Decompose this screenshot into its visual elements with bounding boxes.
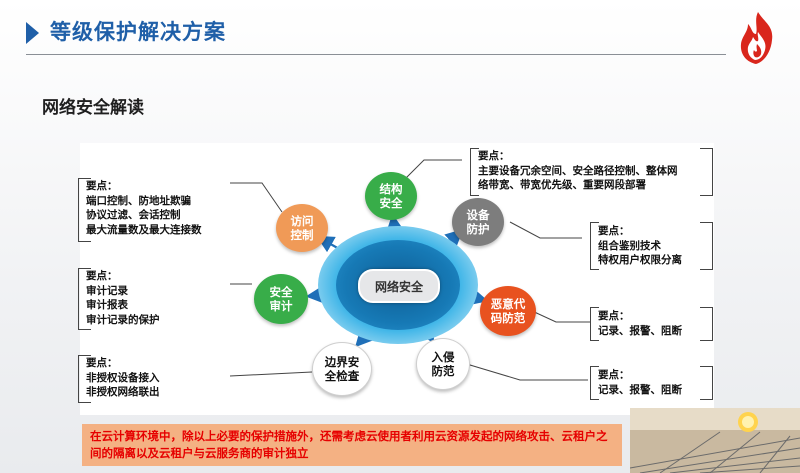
node-boundary: 边界安 全检查 xyxy=(312,342,372,396)
page-title: 等级保护解决方案 xyxy=(50,20,226,44)
note-bracket-malware-left xyxy=(590,307,599,341)
note-header: 要点： xyxy=(478,150,510,162)
note-header: 要点： xyxy=(86,270,118,282)
node-label: 恶意代 xyxy=(490,297,526,311)
note-header: 要点： xyxy=(86,180,118,192)
node-label: 结构 xyxy=(379,182,403,196)
node-label: 入侵 xyxy=(431,350,455,364)
leader-boundary xyxy=(229,371,313,377)
node-label: 访问 xyxy=(290,214,314,228)
node-label: 安全 xyxy=(379,196,403,210)
note-bracket-boundary xyxy=(78,355,91,403)
node-label: 防范 xyxy=(431,364,455,378)
note-line: 记录、报警、阻断 xyxy=(598,383,682,396)
note-line: 记录、报警、阻断 xyxy=(598,324,682,337)
note-line: 最大流量数及最大连接数 xyxy=(86,223,202,236)
note-bracket-device xyxy=(700,222,713,270)
note-bracket-structure-left xyxy=(470,148,479,196)
note-malware: 要点： 记录、报警、阻断 xyxy=(598,309,682,338)
note-bracket-intrusion-left xyxy=(590,366,599,400)
note-line: 审计记录 xyxy=(86,284,128,297)
note-device: 要点： 组合鉴别技术 特权用户权限分离 xyxy=(598,224,682,268)
node-label: 控制 xyxy=(290,228,314,242)
note-bracket-audit xyxy=(78,268,91,330)
node-label: 防护 xyxy=(466,222,490,236)
note-audit: 要点： 审计记录 审计报表 审计记录的保护 xyxy=(86,269,160,327)
node-intrusion: 入侵 防范 xyxy=(416,338,470,390)
section-subtitle: 网络安全解读 xyxy=(42,98,144,118)
note-intrusion: 要点： 记录、报警、阻断 xyxy=(598,368,682,397)
leader-malware xyxy=(529,309,590,323)
node-access: 访问 控制 xyxy=(276,204,328,252)
note-line: 审计报表 xyxy=(86,299,128,311)
summary-banner xyxy=(82,424,622,466)
node-label: 码防范 xyxy=(490,311,526,325)
note-header: 要点： xyxy=(86,357,118,369)
flame-logo-icon xyxy=(740,12,773,64)
note-bracket-structure xyxy=(700,148,713,196)
note-access: 要点： 端口控制、防地址欺骗 协议过滤、会话控制 最大流量数及最大连接数 xyxy=(86,179,202,237)
leader-access xyxy=(230,182,283,213)
note-line: 主要设备冗余空间、安全路径控制、整体网 xyxy=(478,164,678,177)
note-line: 特权用户权限分离 xyxy=(598,254,682,266)
note-bracket-device-left xyxy=(590,222,599,270)
note-line: 非授权网络联出 xyxy=(86,386,160,398)
node-label: 审计 xyxy=(269,299,293,313)
note-line: 协议过滤、会话控制 xyxy=(86,209,181,221)
note-line: 端口控制、防地址欺骗 xyxy=(86,194,191,207)
note-header: 要点： xyxy=(598,310,630,322)
note-line: 审计记录的保护 xyxy=(86,313,160,326)
note-line: 非授权设备接入 xyxy=(86,371,160,384)
note-structure: 要点： 主要设备冗余空间、安全路径控制、整体网 络带宽、带宽优先级、重要网段部署 xyxy=(478,149,678,193)
leader-structure xyxy=(405,159,462,179)
header-divider xyxy=(26,54,726,55)
node-label: 安全 xyxy=(269,285,293,299)
leader-intrusion xyxy=(459,361,588,381)
node-audit: 安全 审计 xyxy=(254,274,308,324)
node-label: 边界安 xyxy=(324,355,360,369)
note-header: 要点： xyxy=(598,369,630,381)
node-label: 设备 xyxy=(466,208,490,222)
note-bracket-access xyxy=(78,178,91,242)
note-header: 要点： xyxy=(598,225,630,237)
note-line: 组合鉴别技术 xyxy=(598,239,661,252)
node-device: 设备 防护 xyxy=(452,198,504,246)
header-arrow-icon xyxy=(26,22,39,44)
note-line: 络带宽、带宽优先级、重要网段部署 xyxy=(478,179,646,191)
summary-text: 在云计算环境中，除以上必要的保护措施外，还需考虑云使用者利用云资源发起的网络攻击… xyxy=(90,429,608,460)
note-bracket-malware xyxy=(700,307,713,341)
leader-device xyxy=(509,221,582,239)
background-photo xyxy=(630,408,800,473)
node-malware: 恶意代 码防范 xyxy=(480,286,536,336)
center-node: 网络安全 xyxy=(358,269,440,303)
node-label: 全检查 xyxy=(324,369,360,383)
note-boundary: 要点： 非授权设备接入 非授权网络联出 xyxy=(86,356,160,400)
note-bracket-intrusion xyxy=(700,366,713,400)
node-structure: 结构 安全 xyxy=(365,172,417,220)
